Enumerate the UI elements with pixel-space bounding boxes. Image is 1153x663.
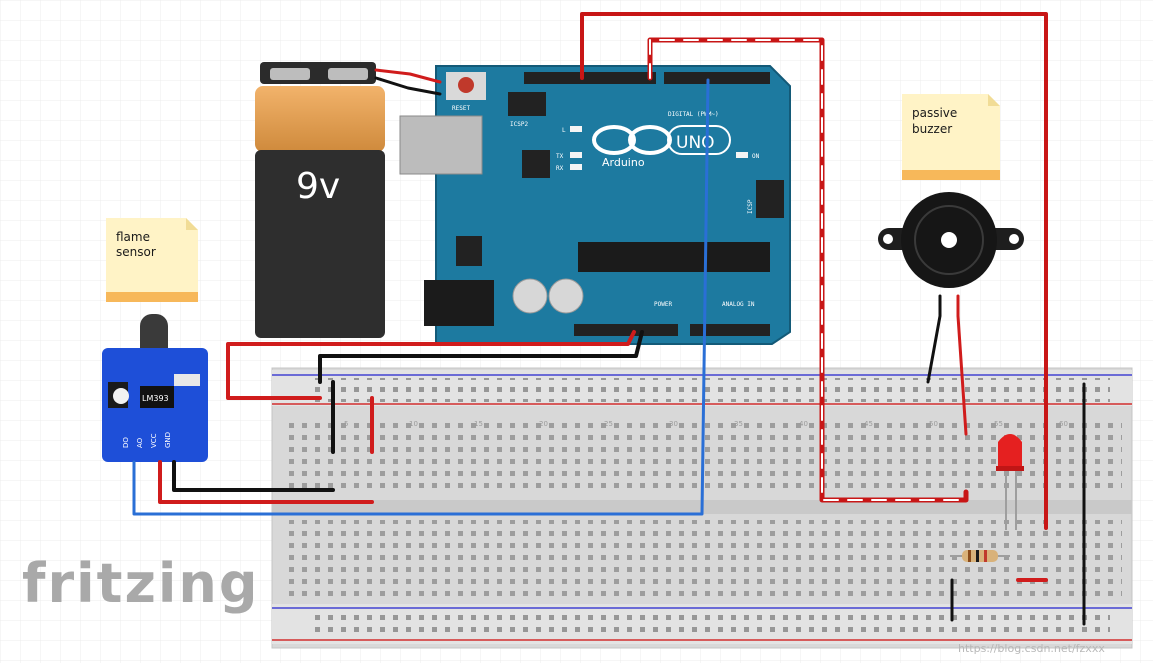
- col-number: 30: [669, 420, 678, 428]
- col-number: 50: [929, 420, 938, 428]
- red-led[interactable]: [996, 434, 1024, 530]
- wires: [132, 12, 1086, 626]
- arduino-uno-board[interactable]: RESET ICSP2 DIGITAL (PWM~) UNO Arduino L…: [399, 65, 791, 345]
- note-flame-line1: flame: [116, 230, 150, 244]
- col-number: 55: [994, 420, 1003, 428]
- sensor-pin-vcc: VCC: [150, 433, 158, 448]
- led-on-label: ON: [752, 153, 760, 160]
- watermark: https://blog.csdn.net/fzxxx: [958, 642, 1105, 655]
- reset-label: RESET: [452, 105, 470, 112]
- arduino-model: UNO: [676, 133, 715, 153]
- col-number: 10: [409, 420, 418, 428]
- flame-sensor-module[interactable]: LM393 DO AO VCC GND: [102, 314, 208, 462]
- resistor[interactable]: [950, 550, 1010, 562]
- passive-buzzer[interactable]: [878, 192, 1024, 288]
- led-rx-label: RX: [556, 165, 564, 172]
- icsp2-label: ICSP2: [510, 121, 528, 128]
- note-buzzer-line2: buzzer: [912, 122, 952, 136]
- wire-sensor-vcc[interactable]: [158, 460, 374, 504]
- col-number: 45: [864, 420, 873, 428]
- col-number: 40: [799, 420, 808, 428]
- led-l-label: L: [562, 127, 566, 134]
- note-passive-buzzer[interactable]: passive buzzer: [902, 94, 1000, 180]
- icsp-label: ICSP: [747, 199, 754, 214]
- col-number: 25: [604, 420, 613, 428]
- wire-buzzer-gnd[interactable]: [926, 294, 942, 384]
- wire-sensor-gnd[interactable]: [172, 460, 335, 492]
- col-number: 5: [344, 420, 348, 428]
- col-number: 60: [1059, 420, 1068, 428]
- col-number: 15: [474, 420, 483, 428]
- breadboard-col-numbers: 5 10 15 20 25 30 35 40 45 50 55 60: [344, 420, 1068, 428]
- digital-label: DIGITAL (PWM~): [668, 111, 719, 118]
- sensor-pin-gnd: GND: [164, 432, 172, 448]
- wire-gnd[interactable]: [318, 330, 644, 384]
- wire-sensor-do[interactable]: [132, 78, 710, 516]
- wire-pin12[interactable]: [580, 12, 1048, 530]
- wire-battery-black[interactable]: [374, 76, 442, 96]
- wire-battery-red[interactable]: [374, 68, 442, 84]
- reset-button[interactable]: [458, 77, 474, 93]
- led-tx-label: TX: [556, 153, 564, 160]
- wire-5v[interactable]: [226, 330, 636, 400]
- col-number: 35: [734, 420, 743, 428]
- battery-9v[interactable]: 9v: [255, 62, 385, 338]
- sensor-chip: LM393: [142, 394, 169, 403]
- col-number: 20: [539, 420, 548, 428]
- wire-buzzer-signal-stripe: [649, 39, 967, 501]
- battery-label: 9v: [296, 166, 340, 207]
- fritzing-logo: fritzing: [22, 552, 259, 615]
- note-flame-line2: sensor: [116, 245, 156, 259]
- analog-label: ANALOG IN: [722, 301, 755, 308]
- sensor-pin-do: DO: [122, 437, 130, 448]
- note-buzzer-line1: passive: [912, 106, 957, 120]
- power-label: POWER: [654, 301, 672, 308]
- wire-buzzer-pos[interactable]: [956, 294, 968, 436]
- note-flame-sensor[interactable]: flame sensor: [106, 218, 198, 302]
- arduino-brand: Arduino: [602, 156, 645, 169]
- sensor-pin-ao: AO: [136, 437, 144, 448]
